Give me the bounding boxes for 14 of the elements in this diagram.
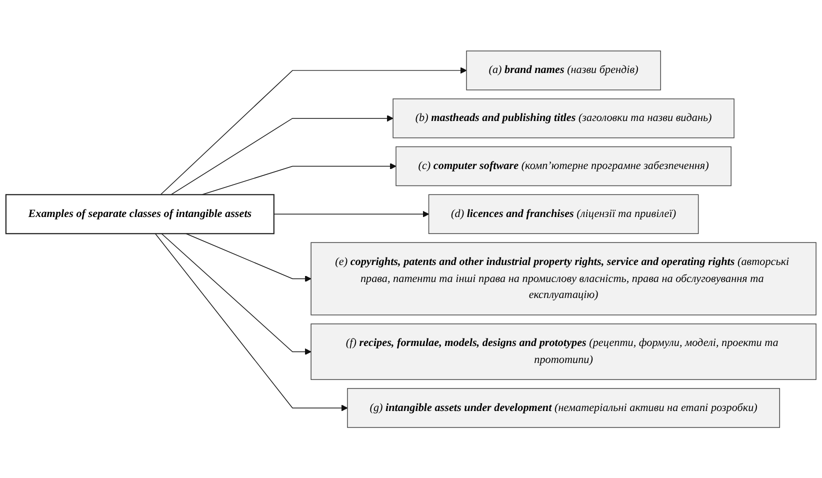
arrow xyxy=(274,210,430,218)
arrow xyxy=(154,233,348,412)
node-box: (a) brand names (назви брендів) xyxy=(466,50,661,90)
arrow xyxy=(170,114,394,195)
node-box: (c) computer software (комп’ютерне програмне забезпечення) xyxy=(396,146,732,186)
arrow xyxy=(160,66,467,195)
node-box: (g) intangible assets under development (нематеріальні активи на етапі розробки) xyxy=(347,388,780,428)
node-box: Examples of separate classes of intangible assets xyxy=(5,194,274,234)
node-box: (b) mastheads and publishing titles (заголовки та назви видань) xyxy=(392,98,734,138)
node-box: (e) copyrights, patents and other industrial property rights, service and operating rights (авторські права, патенти та інші права на промислову власність, права на обслуговування та експлуатацію) xyxy=(310,242,816,316)
node-box: (f) recipes, formulae, models, designs and prototypes (рецепти, формули, моделі, проекти та прототипи) xyxy=(310,323,816,380)
arrow xyxy=(186,233,312,282)
arrow xyxy=(161,233,312,355)
node-box: (d) licences and franchises (ліцензії та привілеї) xyxy=(428,194,699,234)
